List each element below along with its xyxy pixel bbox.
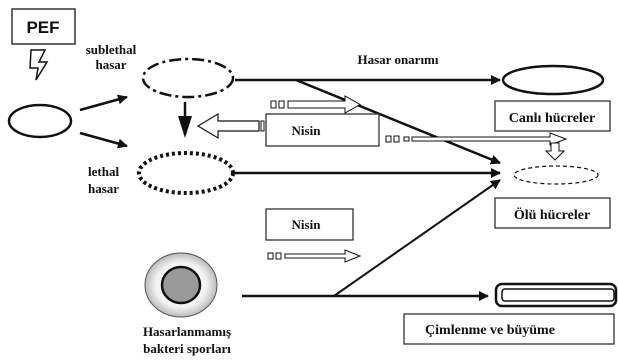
arrow-sublethal-to-dead [295, 78, 501, 165]
sublethal-label-line2: hasar [95, 57, 126, 72]
dead-cells-box: Ölü hücreler [494, 197, 611, 229]
live-cell [501, 64, 605, 96]
nisin-bottom-label: Nisin [292, 217, 322, 232]
spores-label-line1: Hasarlanmamış [143, 324, 231, 339]
sublethal-label-line1: sublethal [86, 42, 137, 57]
outline-arrow-left [196, 112, 265, 140]
arrow-spore-to-dead [333, 179, 501, 297]
nisin-top-label: Nisin [292, 123, 322, 138]
nisin-bottom-box: Nisin [265, 208, 354, 241]
germinated-cell-rod [494, 282, 618, 308]
sublethal-damaged-cell [141, 57, 235, 99]
outline-arrow-bottom [267, 249, 362, 263]
repair-label: Hasar onarımı [357, 52, 438, 67]
outline-arrow-down [544, 142, 566, 161]
outline-arrow-to-live [385, 132, 568, 146]
lethal-label-line1: lethal [88, 164, 119, 179]
arrow-sublethal-to-lethal-head [178, 116, 192, 138]
germination-box: Çimlenme ve büyüme [403, 313, 615, 345]
outline-arrow-top-right [270, 95, 362, 114]
arrow-to-lethal [79, 131, 128, 149]
dead-cell [513, 165, 599, 185]
live-cells-box: Canlı hücreler [494, 100, 611, 132]
spores-label-line2: bakteri sporları [143, 341, 231, 356]
live-cells-label: Canlı hücreler [509, 111, 595, 126]
lightning-bolt-icon [29, 49, 49, 81]
dead-cells-label: Ölü hücreler [514, 206, 590, 223]
lethal-damaged-cell [137, 151, 235, 195]
bacterial-spore [144, 252, 218, 318]
nisin-top-box: Nisin [265, 113, 380, 147]
arrow-to-sublethal [79, 94, 128, 112]
pef-label: PEF [26, 18, 59, 37]
initial-cell [7, 103, 73, 139]
lethal-label-line2: hasar [88, 181, 119, 196]
pef-box: PEF [11, 8, 76, 45]
germination-label: Çimlenme ve büyüme [425, 323, 555, 338]
